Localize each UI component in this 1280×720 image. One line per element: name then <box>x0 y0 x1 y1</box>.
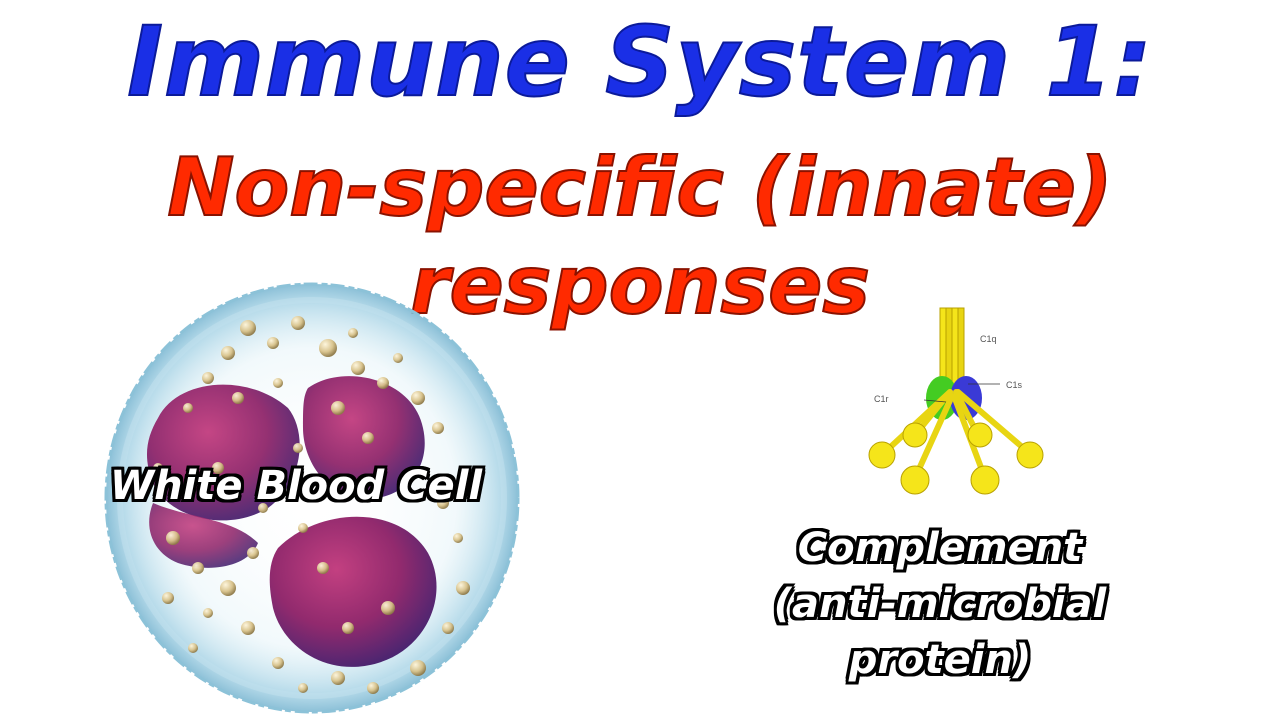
white-blood-cell-label: White Blood Cell <box>110 463 483 509</box>
white-blood-cell-illustration <box>104 282 520 714</box>
complement-label: Complement (anti-microbial protein) <box>740 520 1140 688</box>
complement-label-line-3: protein) <box>848 637 1032 683</box>
white-blood-cell-image <box>98 268 528 720</box>
c1s-label: C1s <box>1006 380 1023 390</box>
granules <box>153 316 470 694</box>
c1r-label: C1r <box>874 394 889 404</box>
complement-c1-illustration: C1q C1r C1s <box>868 307 1044 495</box>
subtitle-line-1: Non-specific (innate) <box>166 140 1113 235</box>
complement-label-line-1: Complement <box>797 525 1083 571</box>
complement-label-line-2: (anti-microbial <box>773 581 1107 627</box>
c1q-label: C1q <box>980 334 997 344</box>
complement-diagram: C1q C1r C1s <box>860 300 1050 500</box>
subtitle-line-2: responses <box>409 238 871 333</box>
title-main: Immune System 1: <box>126 5 1153 119</box>
